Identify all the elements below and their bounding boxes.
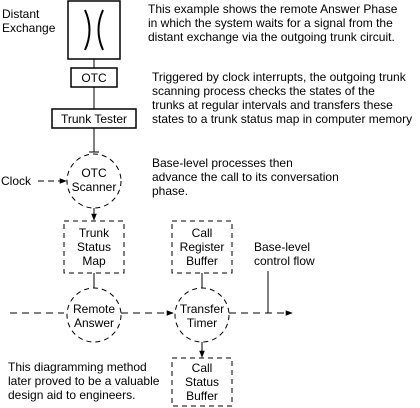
trunk-tester-label: Trunk Tester xyxy=(60,112,128,126)
remote-answer-circle xyxy=(66,287,122,343)
clock-label: Clock xyxy=(1,174,32,188)
control-flow-label: Base-level control flow xyxy=(254,240,315,268)
distant-exchange-box xyxy=(67,0,121,60)
otc-label: OTC xyxy=(81,71,107,85)
trunk-status-map-box xyxy=(63,220,125,274)
call-status-buffer-label: Call Status Buffer xyxy=(184,361,220,403)
call-register-buffer-box xyxy=(171,220,233,274)
base-level-note: Base-level processes then advance the ca… xyxy=(152,156,339,198)
call-status-buffer-box xyxy=(171,357,233,407)
transfer-timer-label: Transfer Timer xyxy=(179,302,225,330)
remote-answer-label: Remote Answer xyxy=(72,302,116,330)
transfer-timer-circle xyxy=(174,287,230,343)
intro-note: This example shows the remote Answer Pha… xyxy=(148,2,398,44)
scanning-note: Triggered by clock interrupts, the outgo… xyxy=(152,70,413,126)
call-register-buffer-label: Call Register Buffer xyxy=(179,226,225,268)
otc-scanner-circle xyxy=(66,153,122,209)
distant-exchange-label: Distant Exchange xyxy=(2,7,56,35)
trunk-status-map-label: Trunk Status Map xyxy=(76,226,112,268)
otc-scanner-label: OTC Scanner xyxy=(71,166,117,194)
method-note: This diagramming method later proved to … xyxy=(8,360,160,402)
